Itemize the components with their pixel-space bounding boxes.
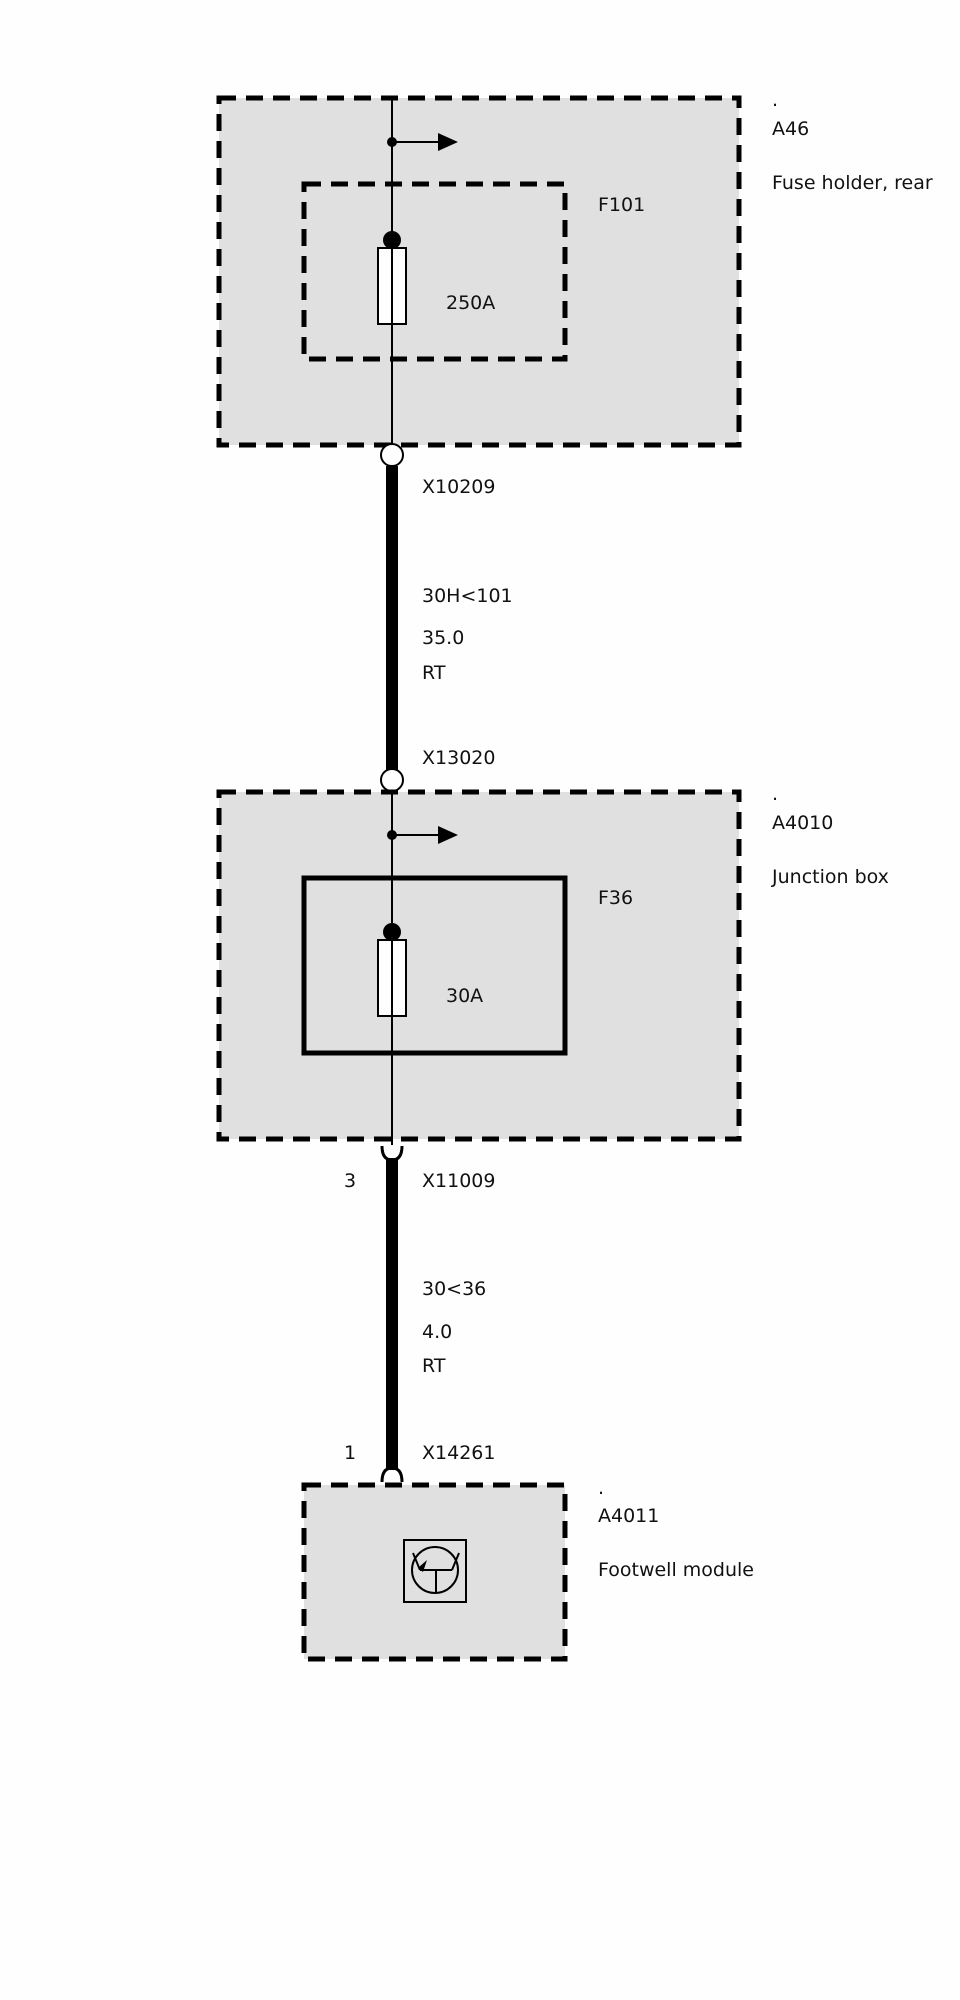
a46-component-id: A46 xyxy=(772,118,809,140)
a46-marker-dot: . xyxy=(772,89,778,111)
a4011-component-name: Footwell module xyxy=(598,1559,754,1581)
a4011-marker-dot: . xyxy=(598,1477,604,1499)
x13020-connector-id: X13020 xyxy=(422,747,495,769)
wire-1-gauge: 35.0 xyxy=(422,627,464,649)
wire-2-color: RT xyxy=(422,1355,446,1377)
f36-fuse-id: F36 xyxy=(598,887,633,909)
component-a4011 xyxy=(301,1482,568,1662)
f101-fuse-rating: 250A xyxy=(446,292,495,314)
a4010-component-name: Junction box xyxy=(771,866,889,888)
transistor-icon xyxy=(403,1539,467,1603)
x10209-connector-id: X10209 xyxy=(422,476,495,498)
a46-housing-box xyxy=(216,95,742,448)
wire-1-color: RT xyxy=(422,662,446,684)
x10209-connector-symbol xyxy=(380,443,404,467)
component-a46 xyxy=(216,95,742,448)
x11009-connector-id: X11009 xyxy=(422,1170,495,1192)
a4010-component-id: A4010 xyxy=(772,812,833,834)
x14261-pin-number: 1 xyxy=(344,1442,356,1464)
a4011-component-id: A4011 xyxy=(598,1505,659,1527)
f101-fuse-symbol xyxy=(377,231,407,325)
f36-fuse-rating: 30A xyxy=(446,985,483,1007)
x14261-connector-id: X14261 xyxy=(422,1442,495,1464)
x14261-connector-symbol xyxy=(380,1466,404,1483)
a4010-continuation-arrow xyxy=(387,826,458,844)
wire-2-circuit: 30<36 xyxy=(422,1278,486,1300)
x11009-connector-symbol xyxy=(380,1145,404,1162)
f101-fuse-id: F101 xyxy=(598,194,645,216)
x13020-connector-symbol xyxy=(380,768,404,792)
a46-continuation-arrow xyxy=(387,133,458,151)
wire-1-circuit: 30H<101 xyxy=(422,585,513,607)
wire-2-gauge: 4.0 xyxy=(422,1321,452,1343)
f36-fuse-symbol xyxy=(377,923,407,1017)
a46-component-name: Fuse holder, rear xyxy=(772,172,933,194)
component-a4010 xyxy=(216,789,742,1142)
a4010-housing-box xyxy=(216,789,742,1142)
a4010-marker-dot: . xyxy=(772,783,778,805)
f101-fuse-box xyxy=(301,181,568,362)
x11009-pin-number: 3 xyxy=(344,1170,356,1192)
f36-fuse-box xyxy=(301,875,568,1056)
